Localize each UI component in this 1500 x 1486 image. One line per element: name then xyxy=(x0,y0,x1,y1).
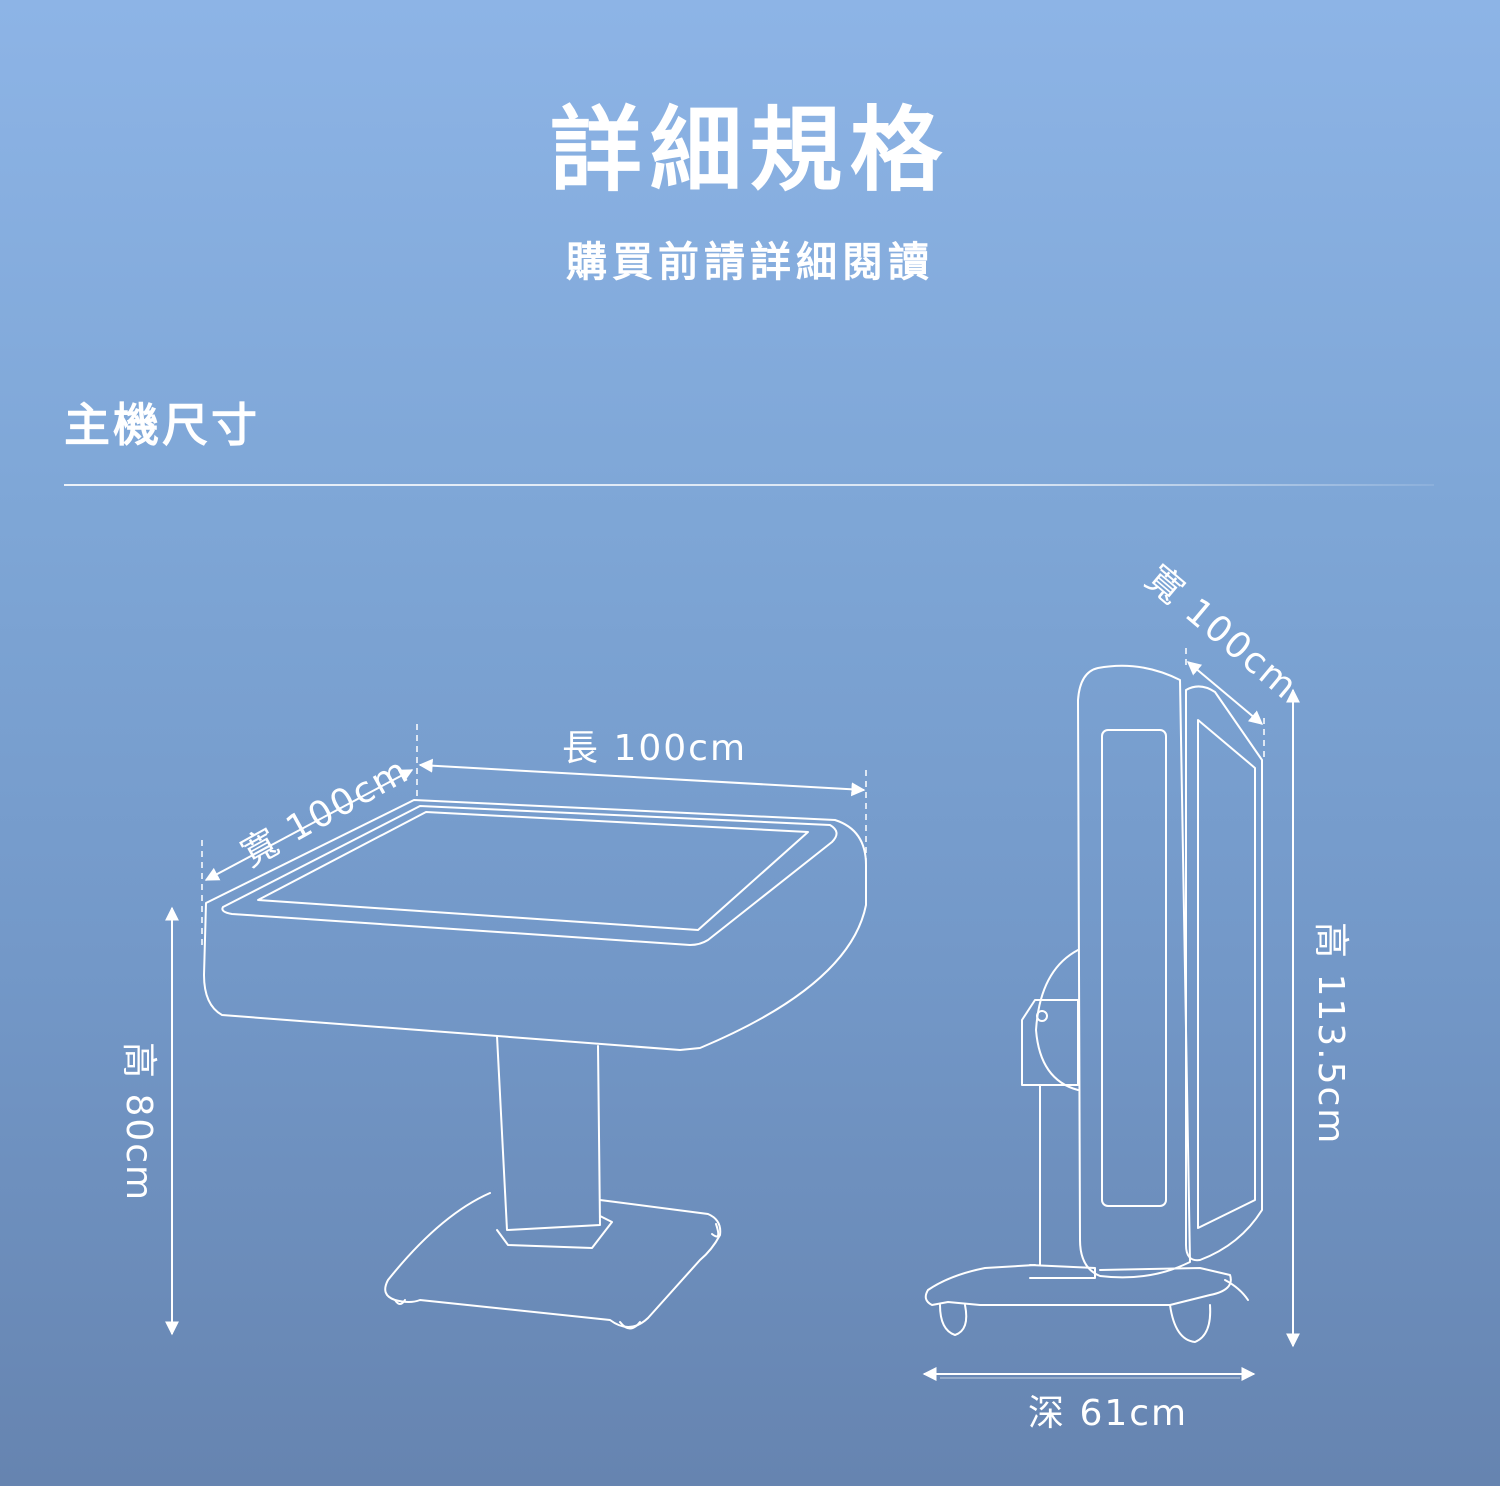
caster-icon xyxy=(940,1305,966,1335)
table-base-foot xyxy=(712,1224,718,1236)
folded-dimension-guides xyxy=(922,648,1300,1381)
table-top-outline xyxy=(204,800,866,1050)
table-column-collar xyxy=(497,1216,612,1248)
table-length-label: 長 100cm xyxy=(562,728,748,769)
folded-base xyxy=(926,1265,1231,1305)
table-top-rim xyxy=(222,806,836,945)
table-base xyxy=(385,1193,720,1327)
caster-icon xyxy=(1225,1280,1248,1300)
folded-slab-rear xyxy=(1078,666,1190,1278)
mahjong-table-illustration xyxy=(204,800,866,1329)
folded-hinge-arc xyxy=(1036,950,1078,1090)
table-height-label: 高 80cm xyxy=(118,1042,159,1203)
table-dimension-guides xyxy=(165,724,866,1336)
page-subtitle: 購買前請詳細閱讀 xyxy=(566,238,934,286)
section-title: 主機尺寸 xyxy=(64,398,260,452)
caster-icon xyxy=(1170,1305,1210,1342)
table-column xyxy=(497,1036,600,1230)
folded-table-illustration xyxy=(926,666,1262,1342)
table-top-playfield xyxy=(258,812,808,930)
table-base-foot xyxy=(395,1300,405,1304)
folded-slab-rear-panel xyxy=(1102,730,1166,1206)
folded-hinge-plate xyxy=(1022,1000,1078,1085)
page-title: 詳細規格 xyxy=(549,97,950,204)
folded-depth-label: 深 61cm xyxy=(1028,1393,1189,1434)
table-base-foot xyxy=(620,1322,640,1329)
folded-slab-front-panel xyxy=(1198,720,1255,1228)
section-divider xyxy=(64,484,1434,486)
folded-height-label: 高 113.5cm xyxy=(1310,922,1351,1146)
folded-stand-foot xyxy=(1030,1265,1095,1278)
folded-hinge-pin xyxy=(1037,1011,1047,1021)
